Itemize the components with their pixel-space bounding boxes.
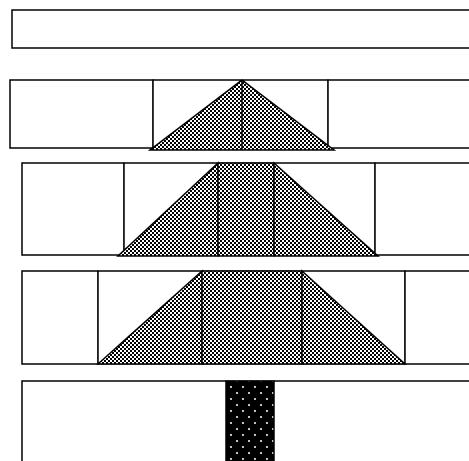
row-2-single-triangle — [10, 80, 469, 150]
row-4-left-block — [22, 271, 98, 364]
row-3-right-block — [375, 163, 469, 255]
row-4-center-square — [202, 271, 302, 364]
row-3-triangle-with-center-column — [22, 163, 469, 256]
row-3-center-square — [218, 163, 274, 256]
row-5-trunk-row — [22, 381, 469, 461]
row-1-plain-strip — [12, 10, 469, 48]
row-4-wide-triangle — [22, 271, 469, 364]
row-2-left-block — [10, 80, 153, 148]
row-4-right-block — [405, 271, 469, 364]
row-2-right-block — [328, 80, 469, 148]
row-5-trunk — [226, 381, 274, 461]
row-3-left-block — [22, 163, 124, 255]
